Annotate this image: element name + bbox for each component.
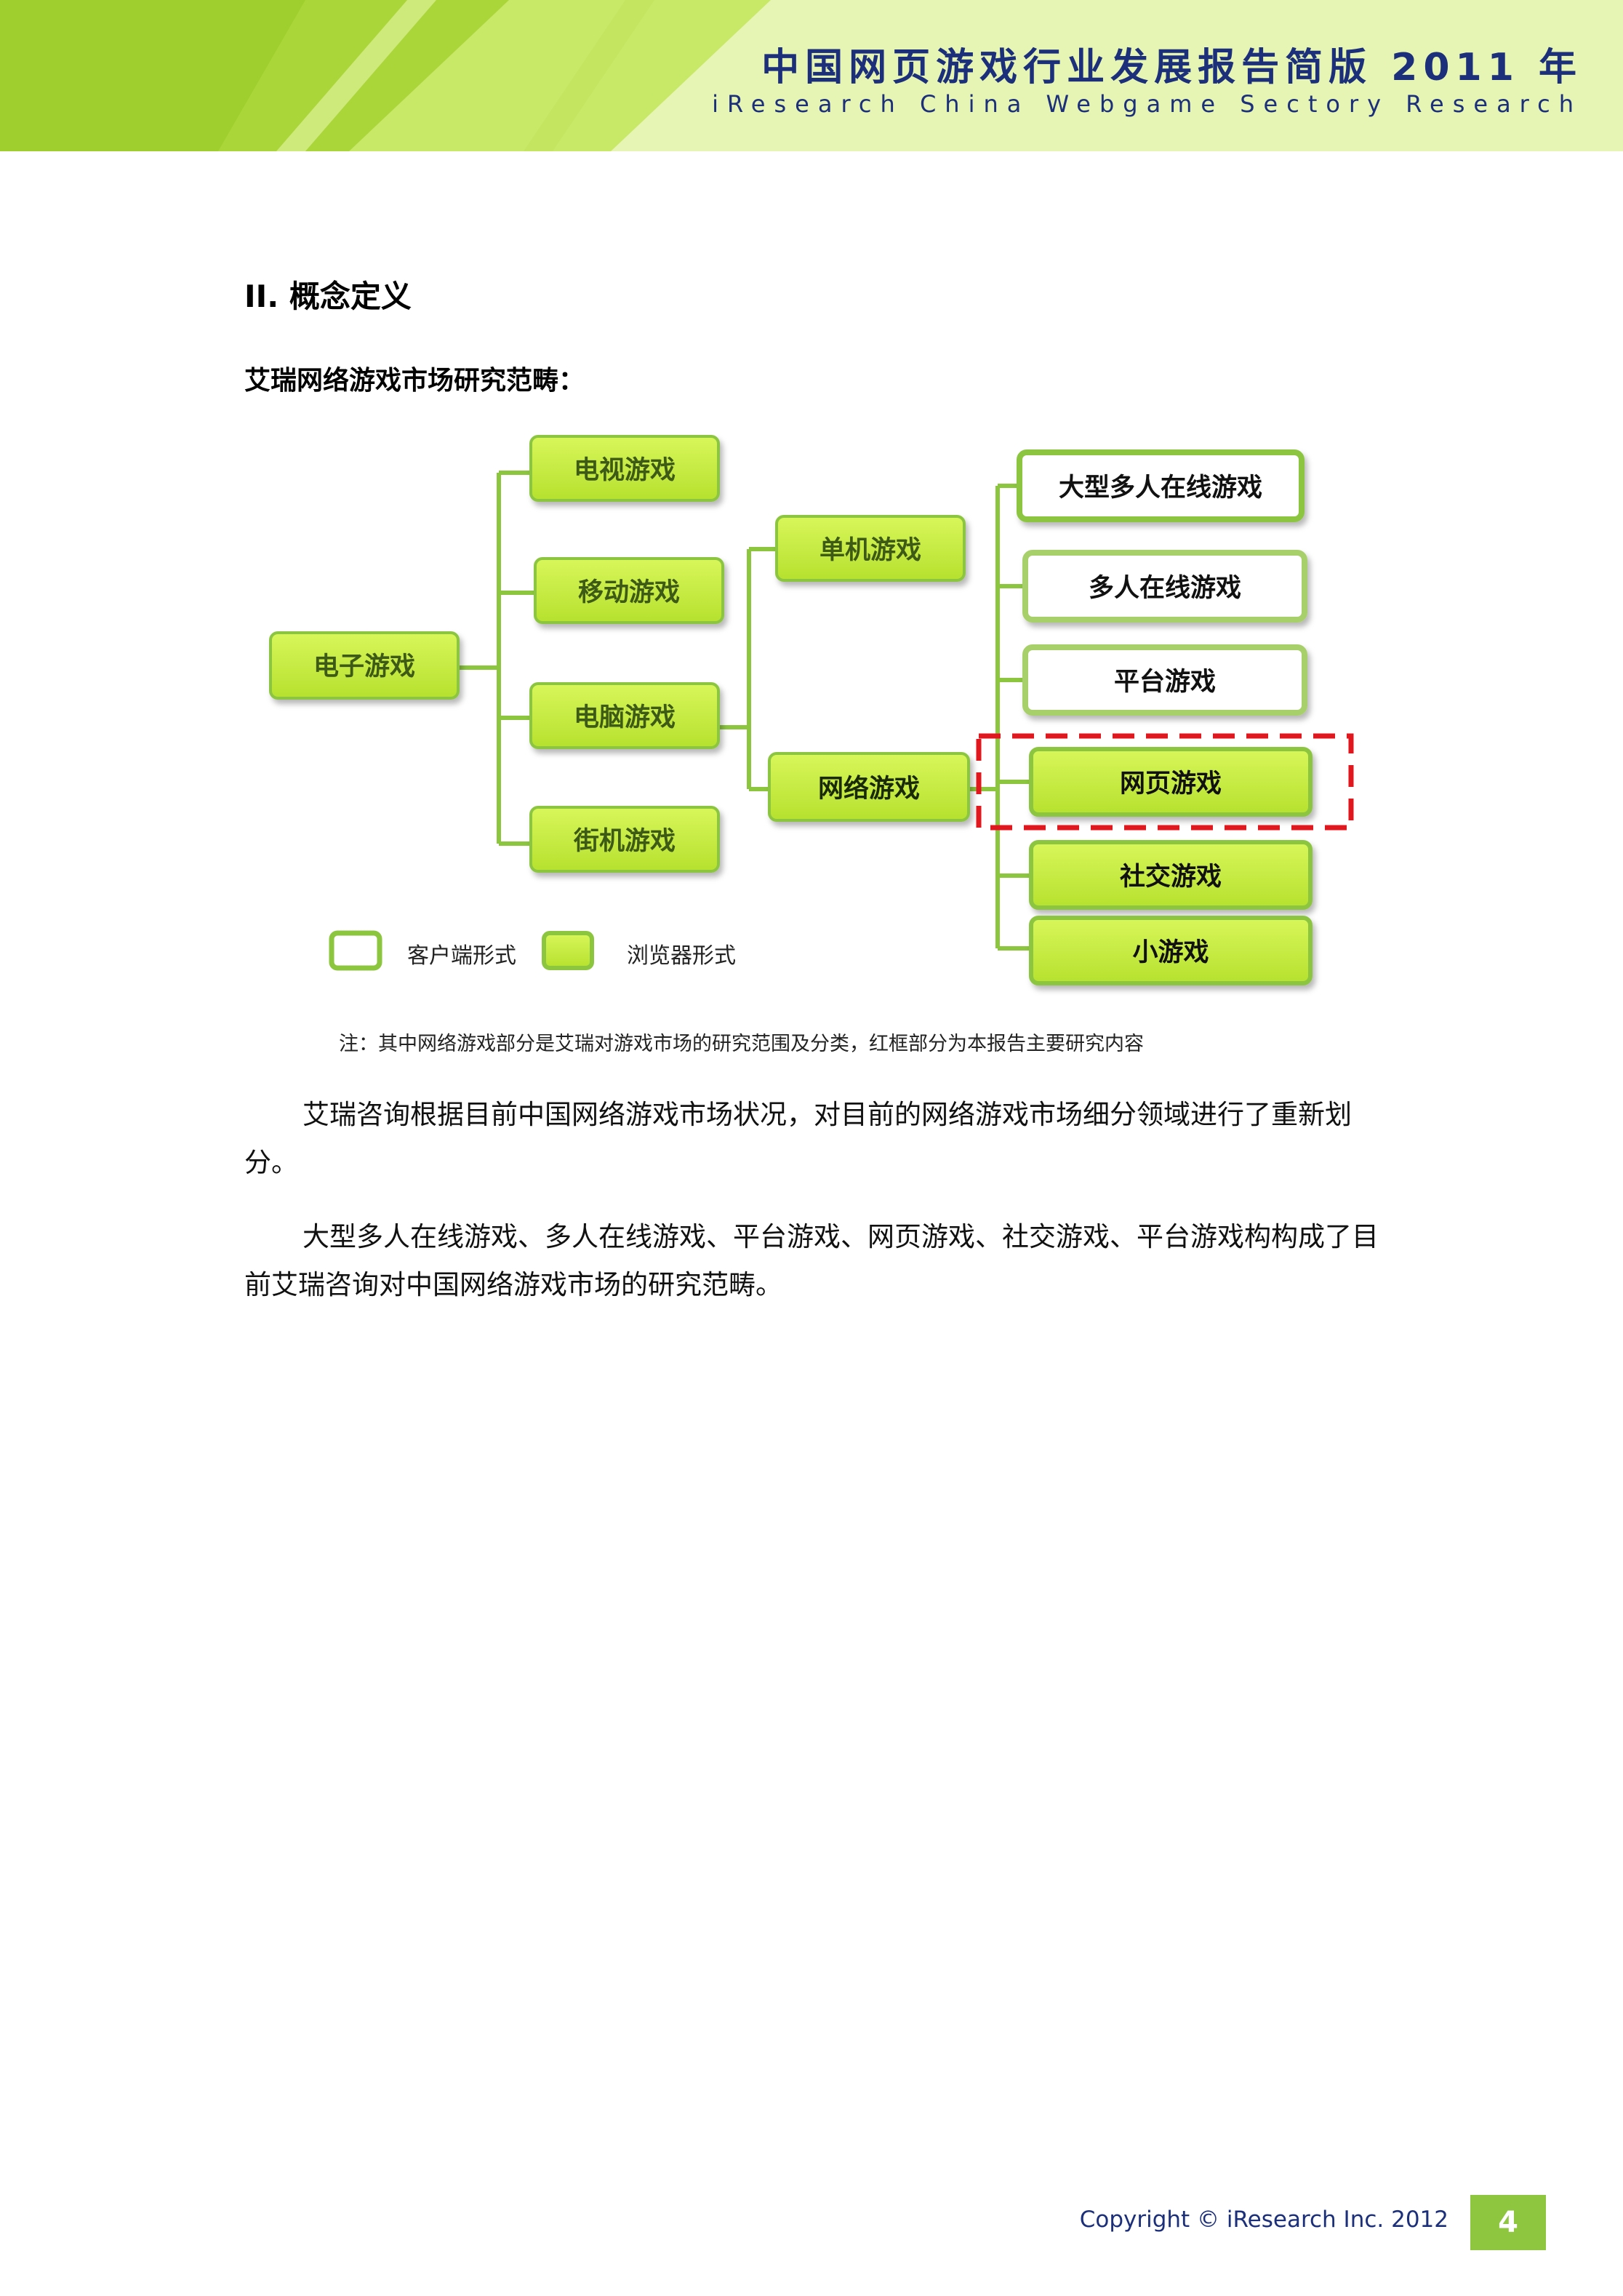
copyright: Copyright © iResearch Inc. 2012: [1079, 2207, 1448, 2233]
page-number: 4: [1470, 2195, 1546, 2250]
game-market-diagram: 电子游戏 电视游戏 移动游戏 电脑游戏 街机游戏 单机游戏 网络游戏 大型多人在…: [269, 435, 1354, 1055]
node-social-label: 社交游戏: [1120, 862, 1222, 892]
paragraph-2: 大型多人在线游戏、多人在线游戏、平台游戏、网页游戏、社交游戏、平台游戏构构成了目…: [244, 1221, 1379, 1300]
node-root: [269, 631, 460, 700]
legend-browser-swatch: [542, 931, 594, 970]
node-level3-3: [1029, 747, 1313, 817]
node-root-label: 电子游戏: [313, 652, 415, 681]
node-level1-1: [534, 557, 724, 624]
legend: 客户端形式 浏览器形式: [329, 930, 736, 971]
node-platform-label: 平台游戏: [1114, 668, 1216, 697]
diagram-connectors: [458, 471, 1031, 951]
node-level3-1: [1022, 550, 1307, 623]
node-level1-3: [529, 806, 720, 873]
node-multiplayer-label: 多人在线游戏: [1089, 574, 1241, 603]
diagram-note: 注：其中网络游戏部分是艾瑞对游戏市场的研究范围及分类，红框部分为本报告主要研究内…: [339, 1033, 1144, 1055]
node-webgame-label: 网页游戏: [1120, 769, 1222, 799]
node-tv-games-label: 电视游戏: [574, 456, 676, 485]
node-level2-1: [768, 752, 970, 822]
node-level3-2: [1022, 644, 1307, 716]
paragraph-1: 艾瑞咨询根据目前中国网络游戏市场状况，对目前的网络游戏市场细分领域进行了重新划分…: [244, 1099, 1352, 1178]
node-casual-label: 小游戏: [1132, 938, 1209, 967]
node-mobile-games-label: 移动游戏: [578, 578, 680, 607]
legend-client-label: 客户端形式: [407, 943, 516, 969]
page-header: 中国网页游戏行业发展报告简版 2011 年 iResearch China We…: [0, 0, 1623, 151]
highlight-box: [976, 733, 1354, 831]
node-level1-2: [529, 682, 720, 749]
header-banner-graphic: [0, 0, 1623, 151]
section-title: II. 概念定义: [244, 279, 412, 314]
legend-browser-label: 浏览器形式: [627, 943, 736, 969]
figure-caption: 艾瑞网络游戏市场研究范畴：: [244, 366, 585, 396]
node-level3-5: [1029, 916, 1313, 985]
node-pc-games-label: 电脑游戏: [574, 703, 676, 732]
node-level3-4: [1029, 840, 1313, 910]
report-title: 中国网页游戏行业发展报告简版 2011 年: [761, 46, 1582, 89]
legend-client-swatch: [329, 930, 382, 971]
report-subtitle: iResearch China Webgame Sectory Research: [712, 90, 1582, 118]
node-online-games-label: 网络游戏: [818, 774, 920, 804]
node-level2-0: [775, 515, 966, 582]
node-single-player-label: 单机游戏: [819, 536, 921, 565]
node-level3-0: [1017, 449, 1305, 522]
node-mmo-label: 大型多人在线游戏: [1059, 473, 1262, 503]
node-arcade-games-label: 街机游戏: [573, 827, 676, 856]
node-level1-0: [529, 435, 720, 502]
